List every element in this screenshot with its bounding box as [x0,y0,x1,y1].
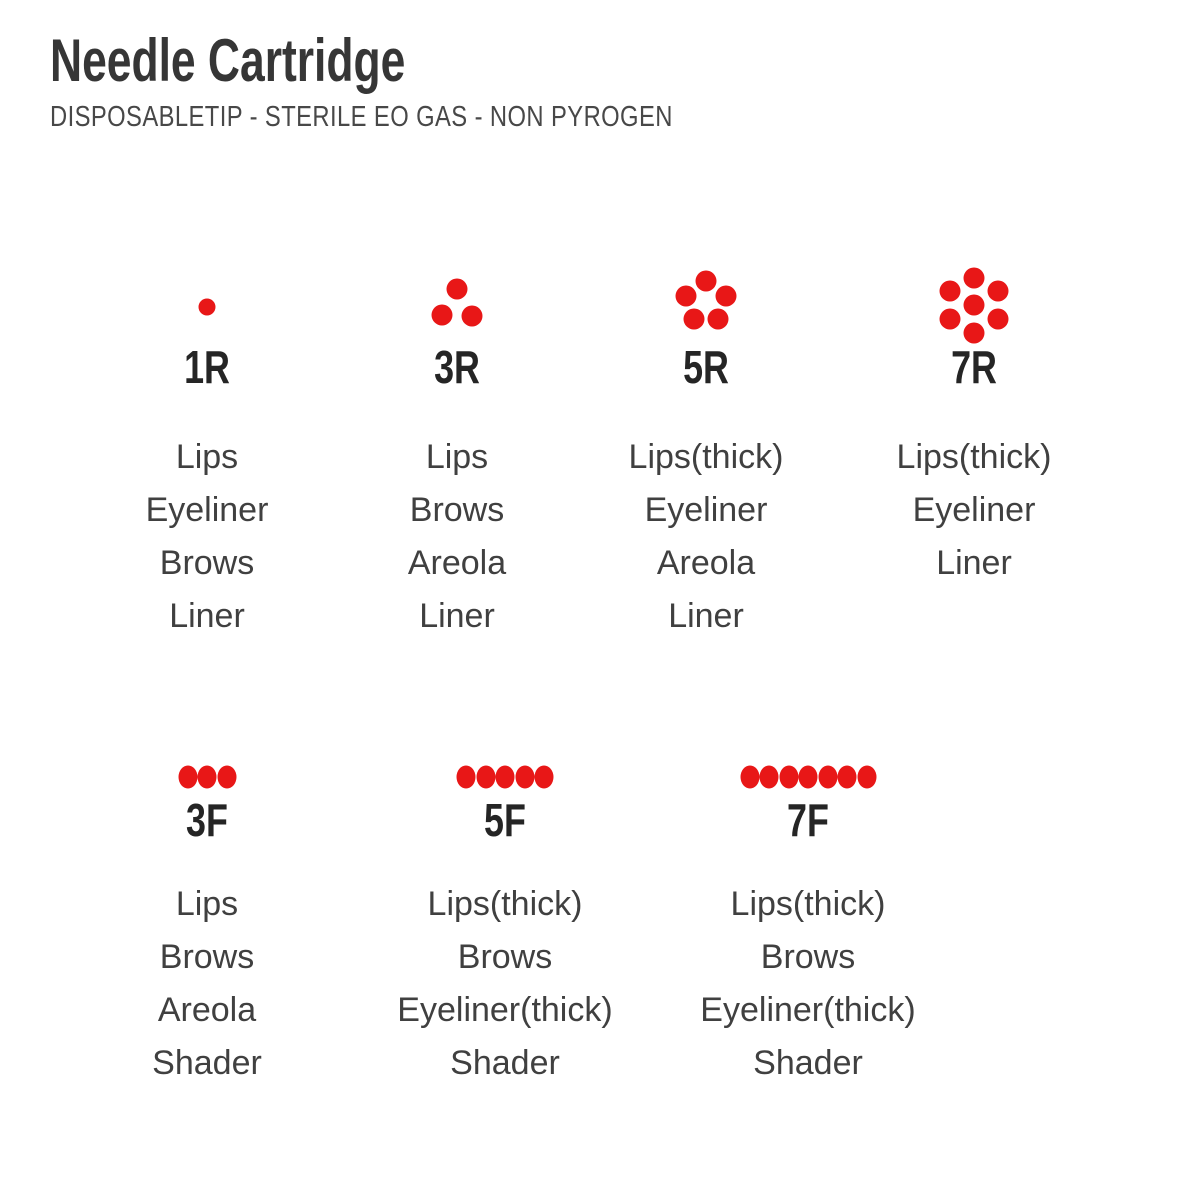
needle-use-item: Lips(thick) [730,885,886,923]
needle-dot [715,285,737,306]
needle-use-item: Eyeliner(thick) [397,991,613,1029]
needle-use-item: Brows [159,938,255,976]
needle-size-label: 7R [951,341,997,393]
needle-dot [534,765,554,789]
needle-dot [798,765,818,789]
needle-use-item: Shader [450,1044,560,1082]
needle-use-item: Brows [159,544,255,582]
needle-pattern-dots [307,255,607,347]
needle-dot [939,308,961,330]
needle-dot [198,298,216,316]
header: Needle Cartridge DISPOSABLETIP - STERILE… [50,28,810,135]
needle-use-item: Lips(thick) [628,438,784,476]
needle-use-item: Areola [407,544,507,582]
needle-dot [695,270,717,292]
page-subtitle: DISPOSABLETIP - STERILE EO GAS - NON PYR… [50,101,673,133]
needle-dot [456,765,476,789]
needle-pattern-dots [556,255,856,347]
needle-dot [963,267,985,288]
needle-pattern-dots [57,255,357,347]
needle-pattern-dots [824,255,1124,347]
needle-use-item: Lips [175,438,239,476]
needle-use-item: Brows [760,938,856,976]
needle-use-item: Eyeliner [912,491,1036,529]
page-title: Needle Cartridge [50,27,406,94]
needle-use-item: Shader [753,1044,863,1082]
needle-dot [197,765,217,789]
needle-dot [683,308,705,330]
needle-pattern-dots [658,748,958,800]
needle-pattern-dots [57,748,357,800]
needle-dot [987,280,1009,302]
needle-use-item: Eyeliner(thick) [700,991,916,1029]
needle-use-item: Liner [668,597,744,635]
needle-size-label: 7F [787,794,829,846]
needle-dot [178,765,197,789]
needle-use-item: Lips [425,438,489,476]
needle-use-item: Shader [152,1044,262,1082]
needle-size-label: 1R [184,341,230,393]
needle-size-label: 5R [683,341,729,393]
needle-use-item: Liner [936,544,1012,582]
needle-use-item: Lips(thick) [427,885,583,923]
needle-dot [857,765,876,789]
needle-dot [779,765,798,789]
needle-use-item: Eyeliner [644,491,768,529]
needle-use-item: Lips [175,885,239,923]
needle-dot [446,278,468,300]
needle-size-label: 5F [484,794,526,846]
needle-use-item: Lips(thick) [896,438,1052,476]
needle-use-item: Eyeliner [145,491,269,529]
needle-dot [431,304,453,326]
needle-dot [217,765,236,789]
needle-dot [515,765,534,789]
needle-dot [461,305,483,327]
needle-use-item: Brows [409,491,505,529]
needle-dot [759,765,779,789]
needle-dot [987,308,1009,330]
needle-dot [818,765,837,789]
needle-dot [963,294,985,316]
needle-size-label: 3F [186,794,228,846]
needle-dot [740,765,759,789]
needle-size-label: 3R [434,341,480,393]
needle-pattern-dots [355,748,655,800]
needle-dot [707,308,729,330]
needle-dot [963,322,985,343]
needle-dot [939,280,961,302]
needle-use-item: Areola [656,544,756,582]
needle-use-item: Liner [169,597,245,635]
needle-use-item: Areola [157,991,257,1029]
needle-dot [837,765,857,789]
needle-dot [495,765,515,789]
needle-dot [476,765,495,789]
needle-use-item: Liner [419,597,495,635]
needle-use-item: Brows [457,938,553,976]
needle-dot [675,285,697,306]
